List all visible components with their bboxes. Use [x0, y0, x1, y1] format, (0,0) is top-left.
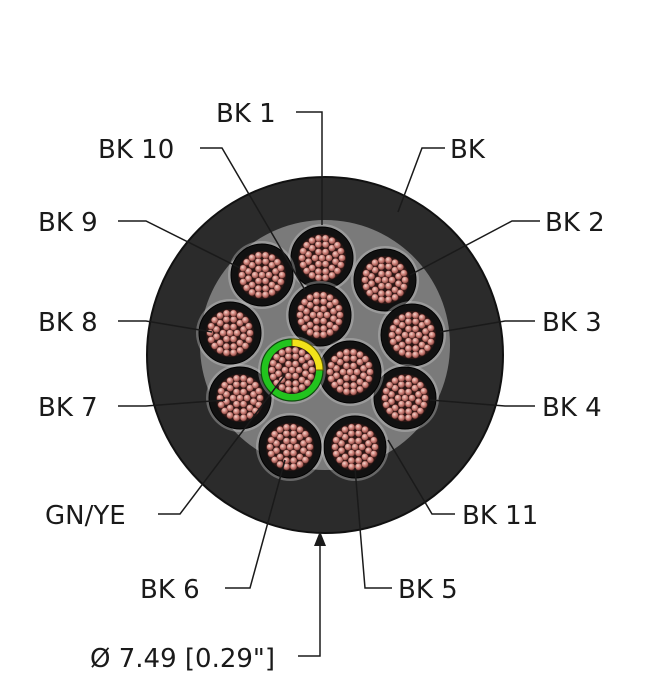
label-bk3: BK 3 — [542, 308, 602, 338]
leader-bk2 — [409, 220, 540, 276]
label-bk10: BK 10 — [98, 135, 174, 165]
core-bk3 — [378, 301, 446, 369]
core-bk1 — [288, 224, 356, 292]
label-bk11: BK 11 — [462, 501, 538, 531]
label-diameter: Ø 7.49 [0.29"] — [90, 644, 275, 674]
cores-group — [196, 224, 446, 481]
core-bk7 — [206, 364, 274, 432]
leader-bk10 — [200, 147, 306, 291]
label-bk4: BK 4 — [542, 393, 602, 423]
core-bk5 — [321, 413, 389, 481]
leader-bk8 — [118, 320, 213, 333]
label-jacket: BK — [450, 135, 486, 165]
leader-diameter — [298, 540, 321, 657]
leader-bk9 — [118, 220, 241, 269]
label-bk1: BK 1 — [216, 99, 276, 129]
label-bk8: BK 8 — [38, 308, 98, 338]
leader-gnye — [158, 374, 286, 515]
leader-lines — [118, 111, 540, 657]
core-bk6 — [256, 413, 324, 481]
leader-bk7 — [118, 399, 226, 407]
core-gnye — [258, 336, 326, 404]
label-gnye: GN/YE — [45, 501, 126, 531]
label-bk5: BK 5 — [398, 575, 458, 605]
leader-bk6 — [225, 459, 286, 589]
label-bk7: BK 7 — [38, 393, 98, 423]
diameter-arrowhead — [314, 531, 326, 546]
core-bk10 — [286, 281, 354, 349]
core-bk9 — [228, 241, 296, 309]
leader-bk1 — [296, 111, 323, 225]
leader-bk11 — [387, 439, 455, 515]
core-bk11 — [316, 338, 384, 406]
leader-bk5 — [354, 467, 392, 589]
core-bk8 — [196, 299, 264, 367]
leader-bk3 — [439, 320, 535, 333]
core-bk4 — [371, 364, 439, 432]
label-bk2: BK 2 — [545, 208, 605, 238]
label-bk6: BK 6 — [140, 575, 200, 605]
leader-jacket — [397, 147, 445, 213]
label-bk9: BK 9 — [38, 208, 98, 238]
core-bk2 — [351, 246, 419, 314]
leader-bk4 — [429, 399, 535, 407]
